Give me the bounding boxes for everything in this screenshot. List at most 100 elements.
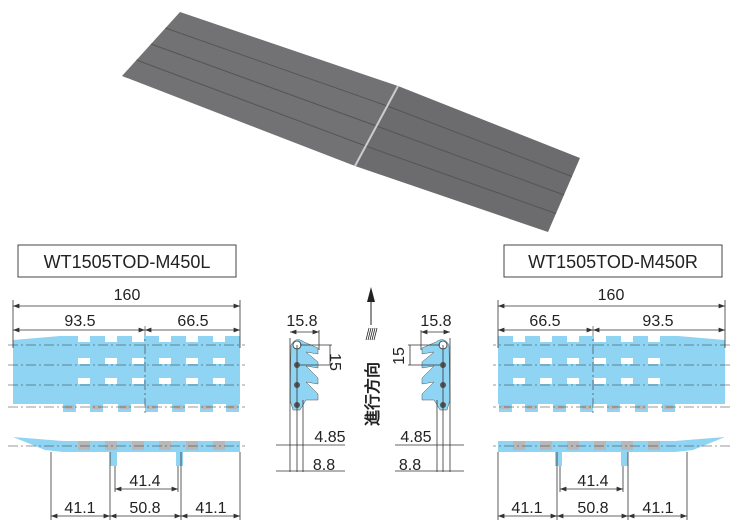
belt-notch <box>159 336 171 342</box>
direction-label: 進行方向 <box>363 362 382 426</box>
belt-notch <box>648 378 660 384</box>
belt-notch <box>105 358 117 364</box>
belt-notch <box>540 358 552 364</box>
dim-pin-offset-left: 4.85 <box>314 429 345 446</box>
belt-side-pin <box>621 441 633 450</box>
dim-outer-right-R: 41.1 <box>642 500 673 517</box>
belt-notch <box>105 336 117 342</box>
belt-side-view-body <box>498 437 725 452</box>
dim-part-left-L: 93.5 <box>64 313 95 330</box>
belt-side-pin <box>159 441 171 450</box>
belt-notch <box>513 358 525 364</box>
belt-pin <box>582 405 591 409</box>
belt-pin <box>147 405 156 409</box>
belt-rib-line <box>150 43 377 127</box>
belt-rib-line <box>165 27 388 107</box>
drawing-right <box>493 300 730 520</box>
dim-part-right-R: 93.5 <box>642 313 673 330</box>
belt-rib-line <box>136 59 366 147</box>
guide-hook <box>621 452 628 466</box>
model-name-left: WT1505TOD-M450L <box>44 252 211 272</box>
belt-notch <box>648 336 660 342</box>
belt-side-pin <box>540 441 552 450</box>
belt-notch <box>132 358 144 364</box>
dim-profile-offset-right: 8.8 <box>399 457 421 474</box>
belt-notch <box>213 336 225 342</box>
belt-product-photo <box>122 12 580 232</box>
belt-notch <box>186 358 198 364</box>
model-label-left: WT1505TOD-M450L <box>17 244 237 278</box>
dim-pitch-left: 15 <box>326 353 343 371</box>
belt-notch <box>105 378 117 384</box>
belt-side-pin <box>648 441 660 450</box>
belt-notch <box>540 378 552 384</box>
belt-top-view-body <box>498 336 725 404</box>
side-profile-right <box>395 329 464 472</box>
guide-hook <box>110 452 117 466</box>
belt-module-left <box>122 12 398 166</box>
belt-notch <box>594 378 606 384</box>
belt-joint-line <box>354 85 399 167</box>
belt-pin <box>637 405 646 409</box>
belt-top-view-body <box>13 336 240 404</box>
dim-profile-offset-left: 8.8 <box>313 457 335 474</box>
dim-pin-offset-right: 4.85 <box>400 429 431 446</box>
belt-notch <box>540 336 552 342</box>
belt-notch <box>186 336 198 342</box>
dim-part-right-L: 66.5 <box>177 313 208 330</box>
belt-rib-line <box>365 145 557 214</box>
belt-notch <box>513 378 525 384</box>
belt-notch <box>159 378 171 384</box>
belt-side-pin <box>78 441 90 450</box>
belt-side-pin <box>567 441 579 450</box>
guide-hook <box>555 452 562 466</box>
dim-guide-gap-right: 41.4 <box>577 473 608 490</box>
dim-outer-right-L: 41.1 <box>195 500 226 517</box>
belt-notch <box>621 378 633 384</box>
belt-side-view-body <box>13 437 240 452</box>
belt-notch <box>594 358 606 364</box>
belt-rib-line <box>387 105 573 177</box>
dim-guide-gap-left: 41.4 <box>129 473 160 490</box>
belt-notch <box>213 358 225 364</box>
dim-part-left-R: 66.5 <box>529 313 560 330</box>
belt-notch <box>132 378 144 384</box>
dim-thickness-left: 15.8 <box>286 313 317 330</box>
belt-notch <box>594 336 606 342</box>
belt-notch <box>132 336 144 342</box>
belt-notch <box>213 378 225 384</box>
belt-notch <box>186 378 198 384</box>
belt-profile-shape <box>421 339 451 411</box>
dim-total-width-right: 160 <box>598 287 625 304</box>
belt-side-pin <box>594 441 606 450</box>
model-label-right: WT1505TOD-M450R <box>503 244 723 278</box>
belt-notch <box>78 358 90 364</box>
belt-side-pin <box>132 441 144 450</box>
belt-notch <box>567 378 579 384</box>
dim-pitch-right: 15 <box>391 347 408 365</box>
dim-center-L: 50.8 <box>129 500 160 517</box>
belt-profile-shape <box>289 339 319 411</box>
dim-total-width-left: 160 <box>114 287 141 304</box>
belt-notch <box>78 336 90 342</box>
belt-notch <box>513 336 525 342</box>
direction-arrow-icon <box>365 287 378 341</box>
side-profile-left <box>276 329 345 472</box>
belt-pin <box>92 405 101 409</box>
belt-side-pin <box>105 441 117 450</box>
belt-notch <box>78 378 90 384</box>
belt-notch <box>567 358 579 364</box>
dim-outer-left-L: 41.1 <box>64 500 95 517</box>
dim-thickness-right: 15.8 <box>420 313 451 330</box>
dim-outer-left-R: 41.1 <box>511 500 542 517</box>
belt-notch <box>648 358 660 364</box>
belt-notch <box>567 336 579 342</box>
belt-side-pin <box>186 441 198 450</box>
belt-notch <box>621 358 633 364</box>
model-name-right: WT1505TOD-M450R <box>528 252 698 272</box>
dim-center-R: 50.8 <box>577 500 608 517</box>
belt-side-pin <box>513 441 525 450</box>
guide-hook <box>176 452 183 466</box>
belt-notch <box>621 336 633 342</box>
